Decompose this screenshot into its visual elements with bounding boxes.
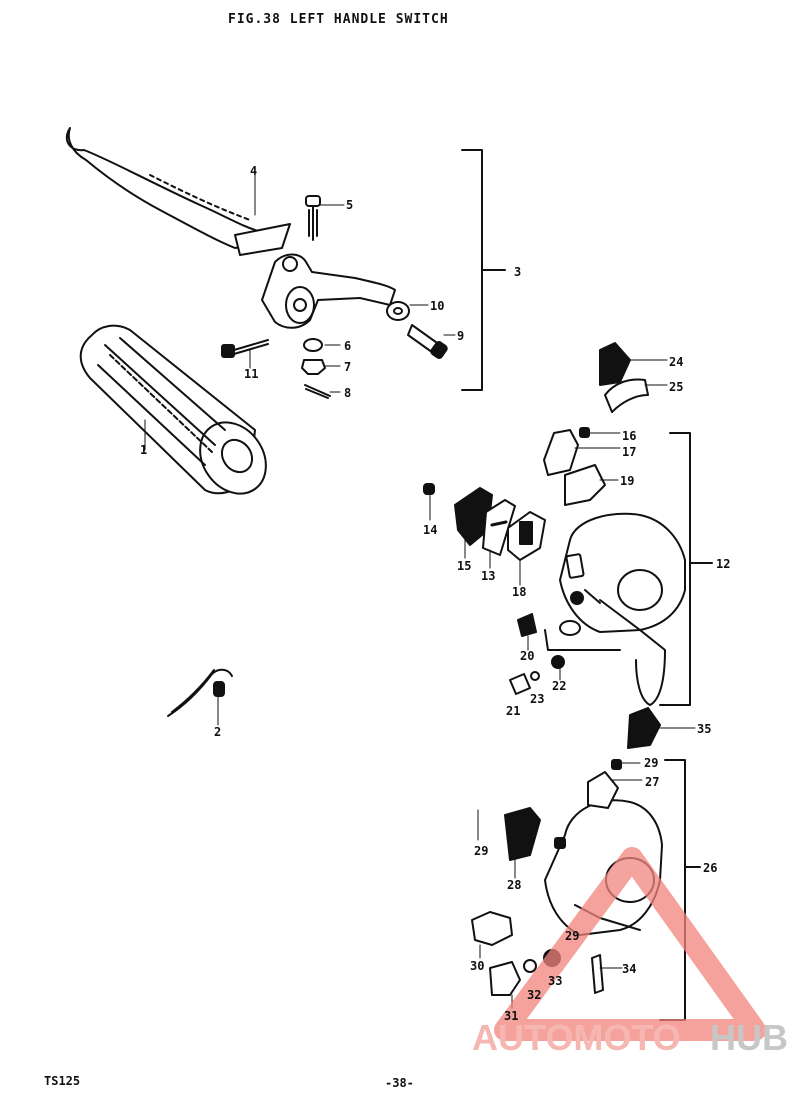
callout: 14 — [423, 523, 437, 537]
callout: 28 — [507, 878, 521, 892]
switch-cover — [564, 464, 606, 506]
callout: 4 — [250, 164, 257, 178]
lower-spring — [523, 959, 537, 973]
callout: 12 — [716, 557, 730, 571]
callout: 2 — [214, 725, 221, 739]
callout: 5 — [346, 198, 353, 212]
pivot-bolt — [305, 195, 321, 241]
callout-labels: 1 2 3 4 5 6 7 8 9 10 11 12 13 14 15 16 1… — [140, 164, 730, 1023]
knob-screw — [611, 759, 622, 770]
nut — [301, 359, 326, 375]
turn-knob — [599, 342, 631, 386]
bracket-12 — [659, 432, 691, 706]
indicator-bulb — [551, 655, 565, 669]
callout: 8 — [344, 386, 351, 400]
callout: 21 — [506, 704, 520, 718]
callout: 17 — [622, 445, 636, 459]
model-code: TS125 — [44, 1074, 81, 1088]
callout: 29 — [565, 929, 579, 943]
washer-hole — [393, 307, 403, 315]
clutch-lever — [65, 127, 291, 256]
leader-lines — [144, 174, 696, 1009]
switch-knob — [627, 707, 661, 749]
lower-switch — [471, 911, 513, 946]
callout: 13 — [481, 569, 495, 583]
horn-button — [543, 429, 579, 476]
spring — [530, 671, 540, 681]
figure-title: FIG.38 LEFT HANDLE SWITCH — [228, 12, 449, 27]
washer — [386, 301, 410, 321]
rubber-cap — [517, 613, 537, 637]
watermark-text-primary: AUTOMOTO — [472, 1017, 681, 1058]
lower-knob — [504, 807, 541, 861]
switch-housing-upper — [544, 512, 686, 706]
page-number: -38- — [385, 1076, 414, 1090]
contact-base — [489, 961, 521, 996]
bulb-socket — [509, 673, 531, 695]
callout: 23 — [530, 692, 544, 706]
callout: 27 — [645, 775, 659, 789]
callout: 35 — [697, 722, 711, 736]
cotter-pin — [304, 384, 331, 399]
callout: 25 — [669, 380, 683, 394]
callout: 19 — [620, 474, 634, 488]
callout: 29 — [474, 844, 488, 858]
callout: 1 — [140, 443, 147, 457]
callout: 18 — [512, 585, 526, 599]
pass-button — [587, 771, 619, 809]
lever-holder — [261, 253, 396, 329]
callout: 24 — [669, 355, 683, 369]
callout: 34 — [622, 962, 636, 976]
callout: 26 — [703, 861, 717, 875]
bracket-3 — [461, 149, 483, 391]
callout: 10 — [430, 299, 444, 313]
lockwasher — [303, 338, 323, 352]
cable-clip — [167, 668, 233, 717]
knob-plate — [604, 378, 649, 413]
small-screw — [579, 427, 590, 438]
callout: 3 — [514, 265, 521, 279]
handle-grip — [79, 324, 267, 495]
callout: 16 — [622, 429, 636, 443]
callout: 22 — [552, 679, 566, 693]
contact-block — [507, 511, 546, 561]
callout: 7 — [344, 360, 351, 374]
callout: 30 — [470, 959, 484, 973]
callout: 6 — [344, 339, 351, 353]
callout: 15 — [457, 559, 471, 573]
callout: 11 — [244, 367, 258, 381]
screw — [423, 483, 435, 495]
callout: 20 — [520, 649, 534, 663]
adjuster-bolt — [407, 324, 448, 359]
lower-screw — [591, 954, 604, 994]
callout: 32 — [527, 988, 541, 1002]
callout: 31 — [504, 1009, 518, 1023]
callout: 9 — [457, 329, 464, 343]
mounting-bolt — [221, 339, 269, 358]
callout: 33 — [548, 974, 562, 988]
watermark-text-secondary: HUB — [710, 1017, 788, 1058]
callout: 29 — [644, 756, 658, 770]
watermark-logo: AUTOMOTO HUB — [472, 847, 788, 1058]
